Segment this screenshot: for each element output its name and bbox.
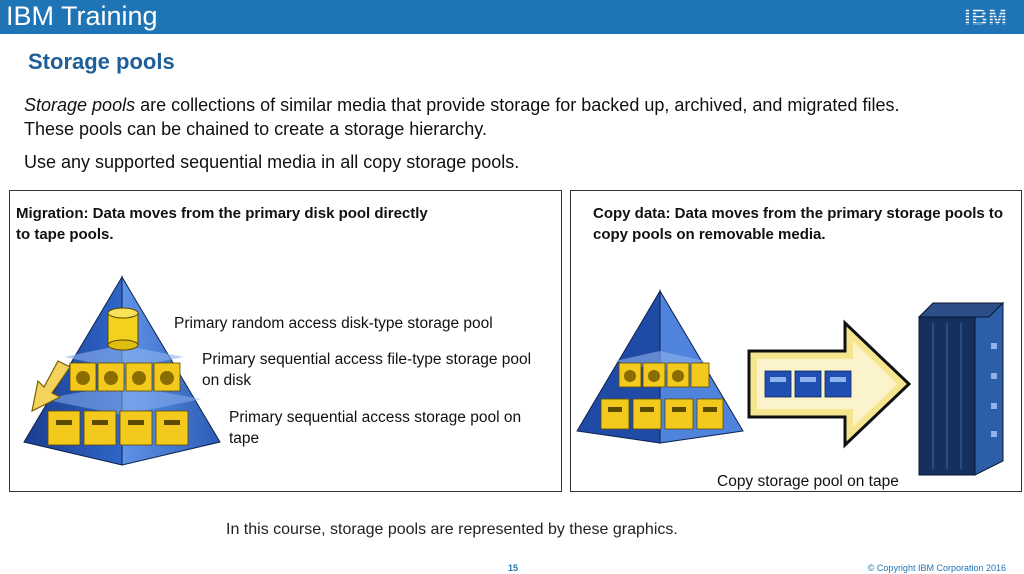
label-disk-pool: Primary random access disk-type storage … <box>174 315 493 332</box>
slide-title: Storage pools <box>28 49 175 74</box>
migration-arrow-icon <box>31 360 71 413</box>
migration-panel: Migration: Data moves from the primary d… <box>9 190 562 492</box>
brand-title: IBM Training <box>6 1 158 31</box>
slide-caption: In this course, storage pools are repres… <box>226 521 678 538</box>
ibm-logo-icon: IBM <box>956 3 1016 31</box>
copy-data-title: Copy data: Data moves from the primary s… <box>593 205 1004 243</box>
copyright-notice: © Copyright IBM Corporation 2016 <box>867 563 1006 573</box>
header-bar: IBM Training IBM <box>0 0 1024 34</box>
copy-arrow-icon <box>747 319 912 449</box>
copy-pool-note: Use any supported sequential media in al… <box>24 152 520 172</box>
label-copy-pool: Copy storage pool on tape <box>717 473 899 490</box>
primary-pools-pyramid-icon <box>576 289 744 444</box>
migration-title: Migration: Data moves from the primary d… <box>16 205 428 243</box>
intro-text: are collections of similar media that pr… <box>24 95 900 139</box>
label-tape-pool: Primary sequential access storage pool o… <box>229 409 522 447</box>
storage-hierarchy-pyramid-icon <box>23 275 221 466</box>
intro-term: Storage pools <box>24 95 136 115</box>
tape-library-icon <box>917 301 1005 476</box>
copy-data-panel: Copy data: Data moves from the primary s… <box>570 190 1022 492</box>
intro-paragraph: Storage pools are collections of similar… <box>24 93 954 141</box>
page-number: 15 <box>508 563 519 573</box>
label-file-pool: Primary sequential access file-type stor… <box>202 351 532 389</box>
